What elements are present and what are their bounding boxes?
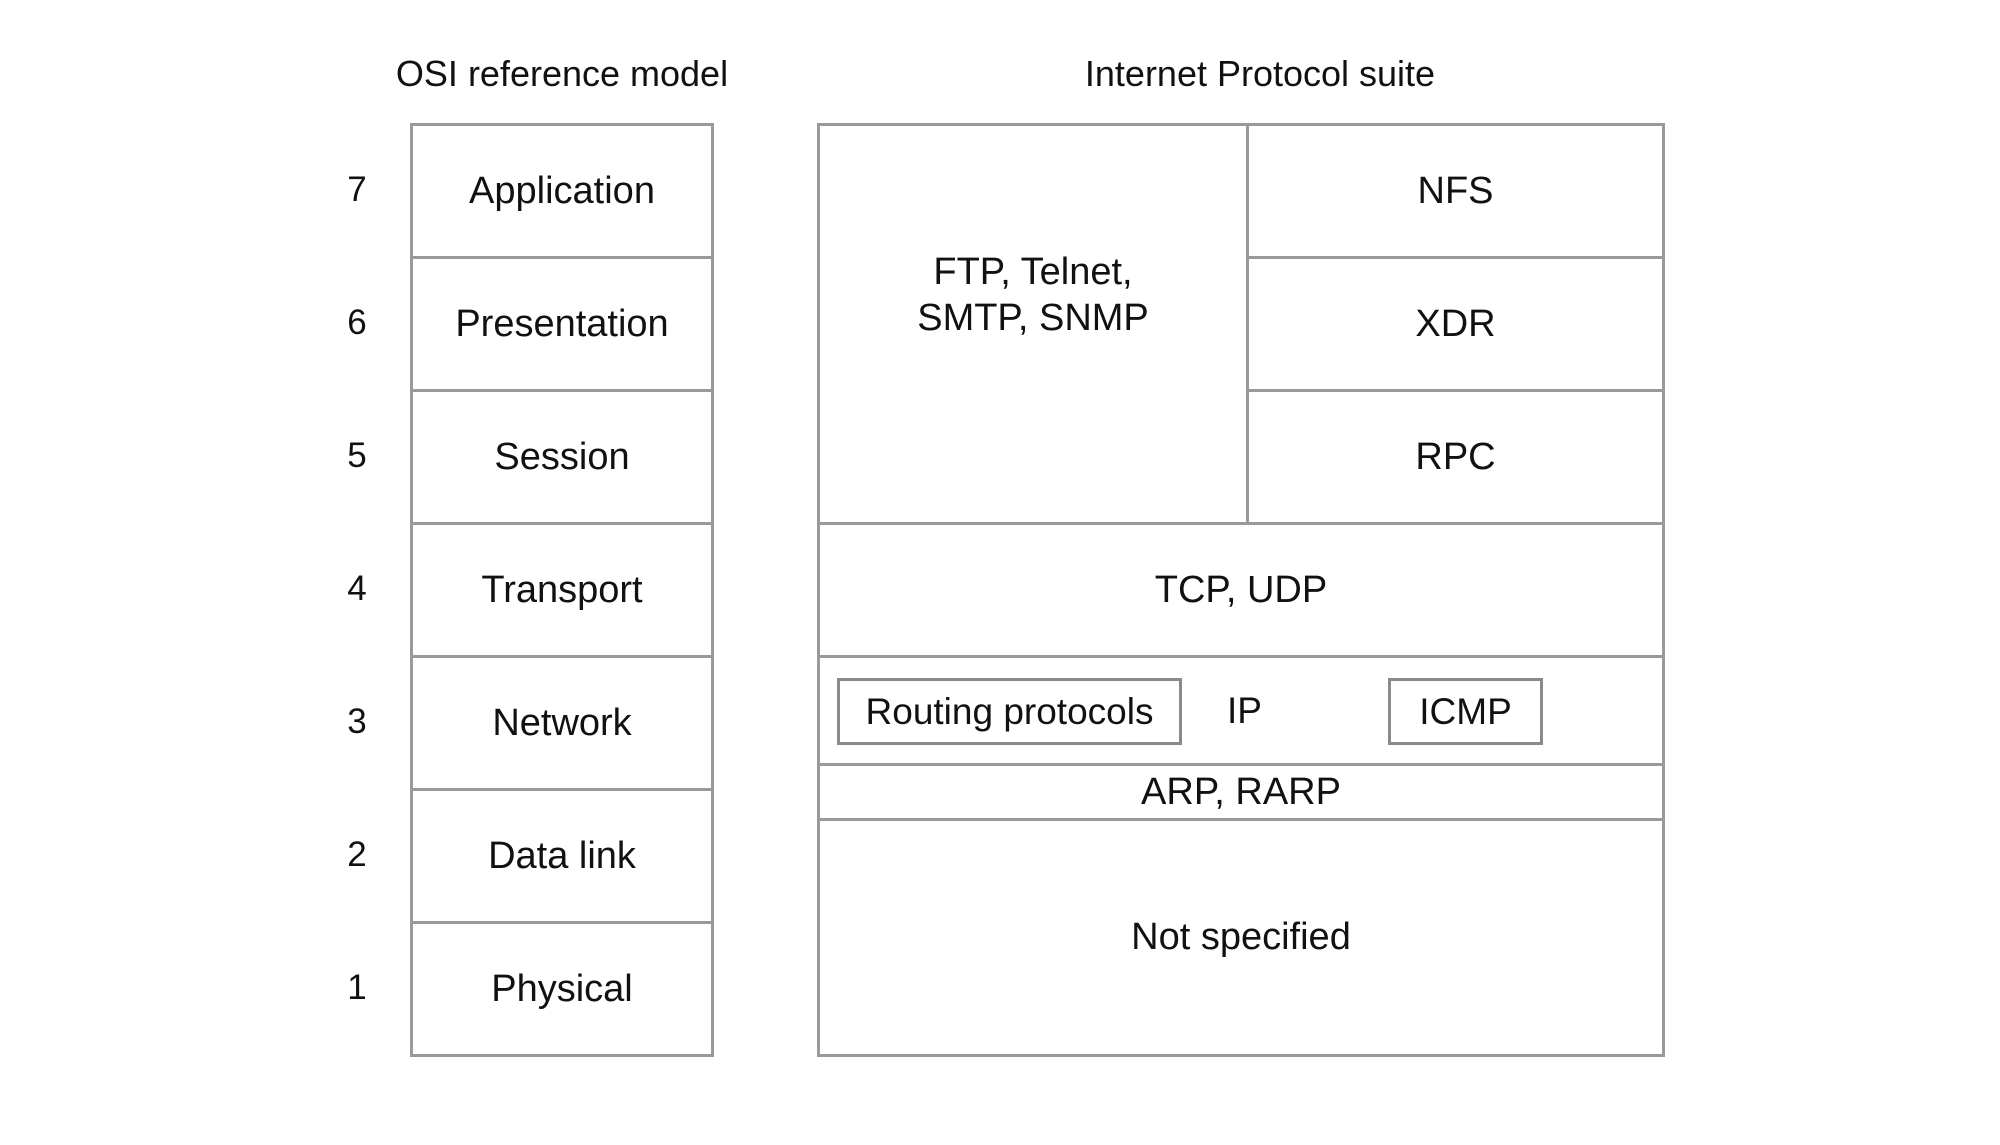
layer-number-5: 5	[347, 436, 367, 475]
ip-arp-rarp: ARP, RARP	[817, 763, 1665, 821]
osi-layer-label: Data link	[488, 834, 636, 877]
ip-apps-line-2: SMTP, SNMP	[917, 297, 1149, 339]
ip-suite-title: Internet Protocol suite	[1084, 53, 1436, 94]
ip-not-specified: Not specified	[817, 818, 1665, 1057]
osi-layer-label: Application	[469, 169, 655, 212]
ip-nfs-label: NFS	[1417, 169, 1494, 212]
osi-layer-network: Network	[410, 655, 714, 791]
ip-transport-label: TCP, UDP	[1154, 568, 1328, 611]
osi-layer-presentation: Presentation	[410, 256, 714, 392]
ip-rpc: RPC	[1246, 389, 1665, 525]
osi-layer-data-link: Data link	[410, 788, 714, 924]
ip-apps-line-1: FTP, Telnet,	[933, 251, 1133, 293]
ip-icmp: ICMP	[1388, 678, 1543, 745]
layer-number-3: 3	[347, 702, 367, 741]
osi-layer-physical: Physical	[410, 921, 714, 1057]
osi-model-title: OSI reference model	[395, 53, 729, 94]
ip-arp-label: ARP, RARP	[1141, 770, 1341, 813]
osi-layer-label: Network	[492, 701, 632, 744]
ip-routing-label: Routing protocols	[865, 690, 1154, 732]
layer-number-2: 2	[347, 835, 367, 874]
ip-not-specified-label: Not specified	[1131, 916, 1351, 958]
osi-layer-label: Transport	[481, 568, 643, 611]
osi-layer-label: Physical	[491, 967, 633, 1010]
layer-number-1: 1	[347, 968, 367, 1007]
ip-xdr-label: XDR	[1415, 302, 1496, 345]
osi-layer-label: Presentation	[455, 302, 669, 345]
layer-number-4: 4	[347, 569, 367, 608]
ip-rpc-label: RPC	[1415, 435, 1496, 478]
ip-ip-label: IP	[1227, 690, 1262, 731]
ip-routing-protocols: Routing protocols	[837, 678, 1182, 745]
ip-transport: TCP, UDP	[817, 522, 1665, 658]
osi-layer-application: Application	[410, 123, 714, 259]
layer-number-6: 6	[347, 303, 367, 342]
ip-nfs: NFS	[1246, 123, 1665, 259]
ip-application-protocols: FTP, Telnet, SMTP, SNMP	[817, 123, 1249, 525]
osi-layer-label: Session	[494, 435, 630, 478]
osi-layer-session: Session	[410, 389, 714, 525]
layer-number-7: 7	[347, 170, 367, 209]
ip-icmp-label: ICMP	[1419, 690, 1512, 732]
ip-xdr: XDR	[1246, 256, 1665, 392]
osi-layer-transport: Transport	[410, 522, 714, 658]
